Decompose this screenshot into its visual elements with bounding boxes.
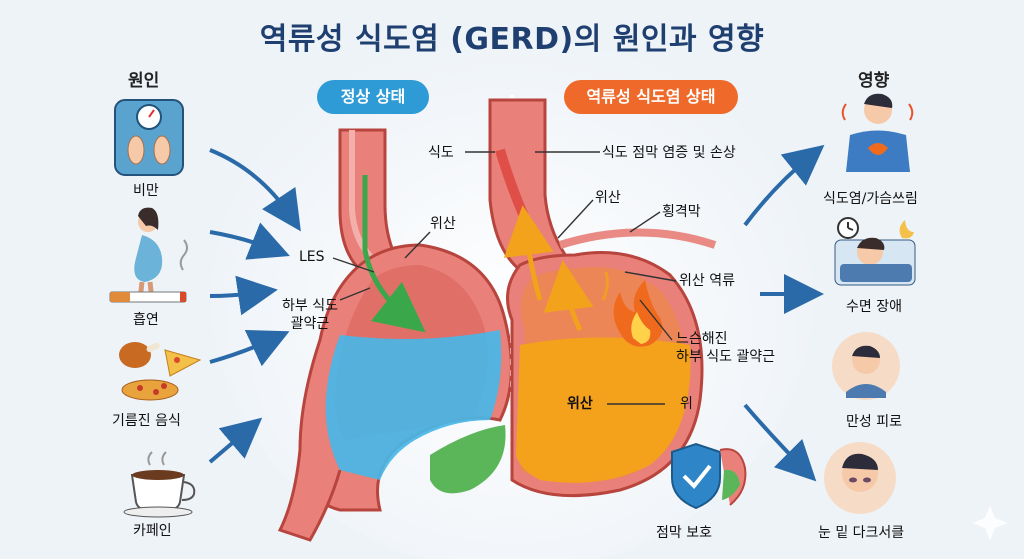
normal-acid-label: 위산: [430, 216, 456, 232]
les-full-line-2: 괄약근: [290, 316, 330, 332]
effect-label-sleep: 수면 장애: [846, 299, 902, 315]
fatty-food-icon: [119, 342, 202, 401]
loose-les-line-1: 느슨해진: [676, 331, 728, 347]
mucosa-damage-label: 식도 점막 염증 및 손상: [602, 145, 736, 161]
effect-label-fatigue: 만성 피로: [846, 414, 902, 430]
effects-heading: 영향: [858, 71, 890, 91]
effect-label-dark-circles: 눈 밑 다크서클: [818, 525, 905, 541]
fatigue-icon: [832, 332, 900, 400]
cause-label-caffeine: 카페인: [133, 523, 172, 539]
gerd-stomach-illustration: [488, 95, 717, 498]
sleep-disorder-icon: [834, 217, 916, 286]
gerd-acid-top-label: 위산: [595, 190, 621, 206]
cause-label-obesity: 비만: [133, 183, 159, 199]
loose-les-label: 느슨해진 하부 식도 괄약근: [676, 330, 775, 366]
sparkle-icon: [972, 505, 1008, 541]
les-full-label: 하부 식도 괄약근: [282, 297, 338, 333]
cause-arrows: [208, 148, 301, 464]
mucosa-protection-label: 점막 보호: [656, 525, 712, 541]
causes-heading: 원인: [128, 71, 160, 91]
effect-label-heartburn: 식도염/가슴쓰림: [823, 191, 918, 207]
les-full-line-1: 하부 식도: [282, 298, 338, 314]
page-title: 역류성 식도염 (GERD)의 원인과 영향: [259, 22, 765, 57]
leader-lines: [332, 151, 677, 405]
gerd-acid-bottom-label: 위산: [567, 396, 593, 412]
scale-icon: [114, 99, 184, 176]
dark-circles-icon: [824, 442, 896, 514]
stomach-label: 위: [680, 396, 693, 412]
coffee-cup-icon: [123, 451, 196, 518]
acid-reflux-label: 위산 역류: [679, 273, 735, 289]
effect-arrows: [743, 144, 825, 482]
cause-label-fatty-food: 기름진 음식: [112, 413, 181, 429]
diaphragm-label: 횡격막: [662, 204, 701, 220]
normal-state-badge: 정상 상태: [317, 80, 429, 114]
gerd-state-badge: 역류성 식도염 상태: [564, 80, 738, 114]
cigarette-icon: [109, 291, 187, 303]
normal-stomach-illustration: [277, 128, 513, 542]
flame-icon: [613, 280, 663, 347]
esophagus-label: 식도: [428, 145, 454, 161]
shield-check-icon: [671, 442, 747, 510]
les-label: LES: [299, 249, 325, 265]
pregnant-person-icon: [134, 207, 188, 301]
cause-label-smoking: 흡연: [133, 312, 159, 328]
loose-les-line-2: 하부 식도 괄약근: [676, 349, 776, 365]
heartburn-icon: [841, 93, 914, 172]
